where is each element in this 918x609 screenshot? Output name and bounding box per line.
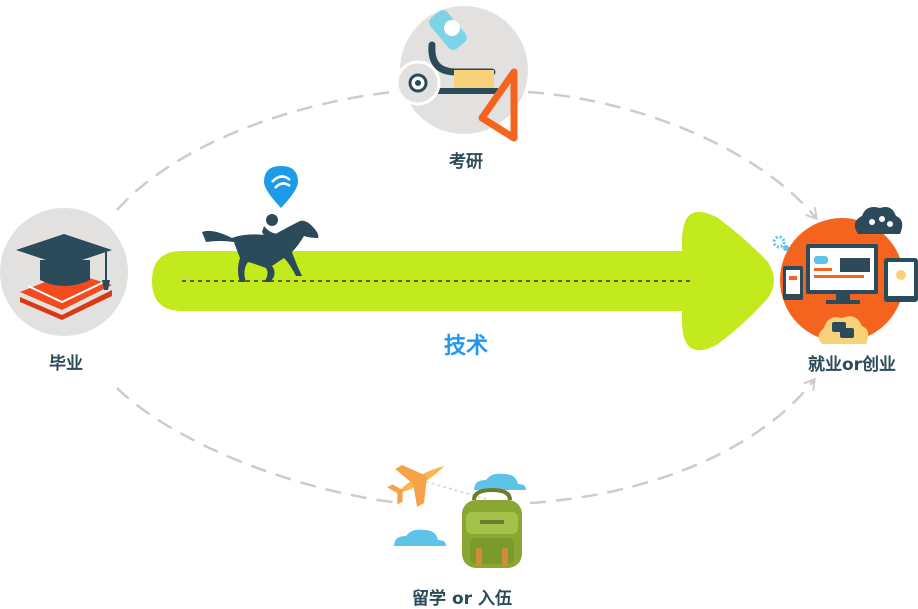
graduation-label: 毕业 [49,349,83,374]
connector-exam-to-career [528,92,816,218]
career-node [774,207,918,344]
backpack-icon [462,490,522,568]
graduation-node [0,208,128,336]
gear-icon [774,237,789,251]
career-label: 就业or创业 [808,350,896,375]
airplane-icon [381,447,455,515]
location-pin-icon [264,166,298,208]
connector-graduation-to-abroad [117,388,400,503]
abroad-node [381,447,526,568]
exam-node [397,6,528,138]
exam-label: 考研 [449,147,483,172]
cloud-left-icon [394,530,446,546]
cloud-right-icon [474,474,526,490]
connector-abroad-to-career [530,380,814,503]
connector-graduation-to-exam [117,92,392,210]
cloud-users-icon [855,207,902,234]
main-arrow-label: 技术 [444,328,488,360]
abroad-label: 留学 or 入伍 [412,584,512,609]
